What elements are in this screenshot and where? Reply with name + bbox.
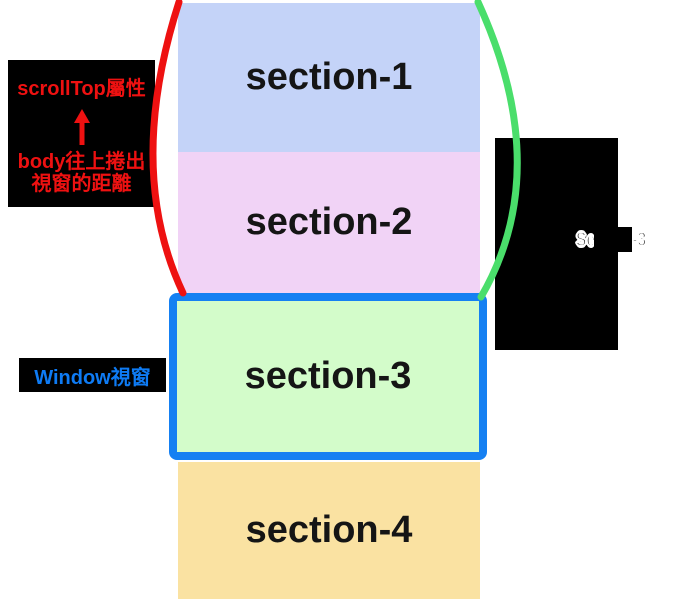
section-1-block: section-1	[178, 3, 480, 152]
window-viewport-box: section-3	[169, 293, 487, 460]
scrolltop-note: scrollTop屬性 body往上捲出 視窗的距離	[8, 60, 155, 207]
scrolltop-note-line2: body往上捲出	[17, 151, 146, 173]
label-cover-bar	[594, 227, 632, 252]
section-2-block: section-2	[178, 152, 480, 293]
section-4-label: section-4	[245, 509, 413, 551]
section-3-block: section-3	[177, 301, 479, 452]
scrolltop-note-title: scrollTop屬性	[17, 78, 146, 100]
up-arrow-icon	[73, 109, 90, 145]
section-3-label: section-3	[244, 355, 412, 397]
section-1-label: section-1	[245, 56, 413, 98]
scrolltop-note-line3: 視窗的距離	[31, 173, 132, 195]
window-viewport-label-text: Window視窗	[34, 366, 151, 389]
window-viewport-label: Window視窗	[19, 358, 166, 392]
section-4-block: section-4	[178, 462, 480, 599]
section-2-label: section-2	[245, 201, 413, 243]
